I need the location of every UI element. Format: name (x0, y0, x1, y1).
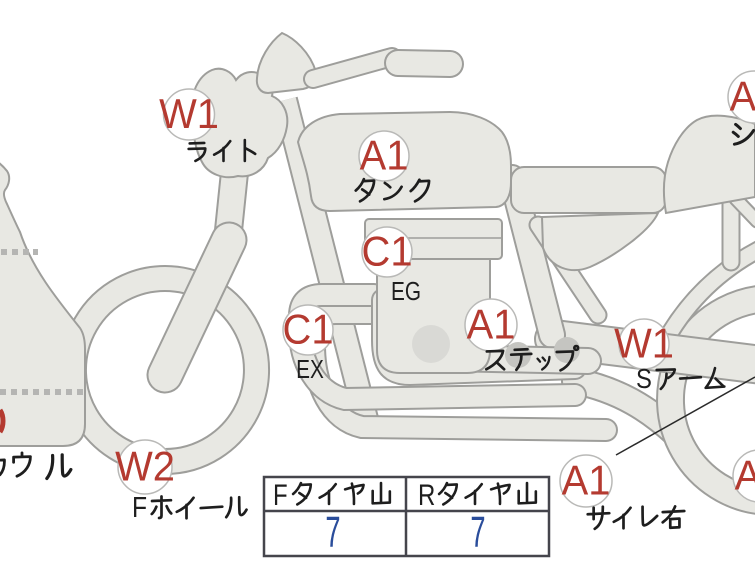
svg-text:C1: C1 (361, 228, 412, 275)
svg-text:A1: A1 (562, 457, 611, 504)
svg-text:W1: W1 (159, 90, 219, 137)
svg-text:EX: EX (296, 355, 324, 384)
svg-text:S: S (636, 362, 652, 394)
svg-text:C1: C1 (282, 306, 333, 353)
svg-text:A1: A1 (730, 73, 755, 120)
svg-text:W1: W1 (614, 320, 674, 367)
svg-text:7: 7 (325, 507, 340, 556)
svg-text:F: F (273, 477, 288, 511)
svg-text:R: R (418, 477, 435, 511)
svg-text:EG: EG (391, 277, 421, 306)
svg-text:A1: A1 (735, 452, 755, 499)
svg-text:A1: A1 (467, 301, 516, 348)
svg-text:W2: W2 (115, 443, 175, 490)
svg-text:F: F (132, 491, 147, 523)
svg-text:7: 7 (470, 507, 485, 556)
svg-text:A1: A1 (360, 132, 409, 179)
